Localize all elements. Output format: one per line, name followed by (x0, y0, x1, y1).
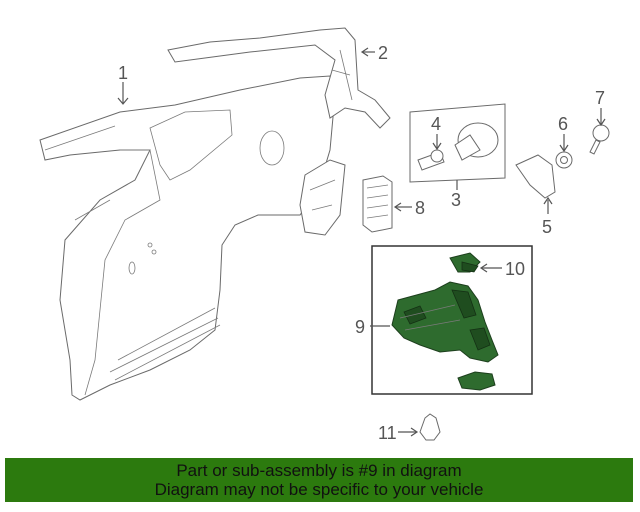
wheelhouse-part-9[interactable] (391, 281, 499, 363)
quarter-panel-part-1[interactable] (39, 75, 336, 401)
leader-lines (117, 47, 606, 437)
callout-1: 1 (118, 63, 128, 83)
screw-part-4[interactable] (430, 149, 444, 163)
bolt-part-7[interactable] (589, 124, 610, 155)
callout-10: 10 (505, 259, 525, 279)
pillar-reinforcement-part-2[interactable] (167, 27, 391, 129)
inner-bracket (299, 159, 346, 236)
callout-4: 4 (431, 114, 441, 134)
callout-9: 9 (355, 317, 365, 337)
vent-part-8[interactable] (362, 175, 393, 233)
lower-bracket (457, 371, 496, 391)
bracket-part-10[interactable] (449, 252, 481, 273)
callout-7: 7 (595, 88, 605, 108)
nut-part-6[interactable] (555, 151, 573, 169)
clip-part-11[interactable] (419, 413, 441, 441)
callout-11: 11 (378, 423, 397, 443)
callout-5: 5 (542, 217, 552, 237)
banner-line-2: Diagram may not be specific to your vehi… (154, 480, 484, 499)
parts-diagram: 1 2 3 4 5 6 7 8 9 10 11 (39, 27, 610, 443)
callout-6: 6 (558, 114, 568, 134)
fuel-door-group-part-3[interactable] (409, 103, 506, 183)
callout-8: 8 (415, 198, 425, 218)
bracket-part-5[interactable] (515, 154, 556, 199)
callout-2: 2 (378, 43, 388, 63)
info-banner: Part or sub-assembly is #9 in diagram Di… (5, 458, 633, 502)
callout-3: 3 (451, 190, 461, 210)
banner-line-1: Part or sub-assembly is #9 in diagram (176, 461, 462, 480)
